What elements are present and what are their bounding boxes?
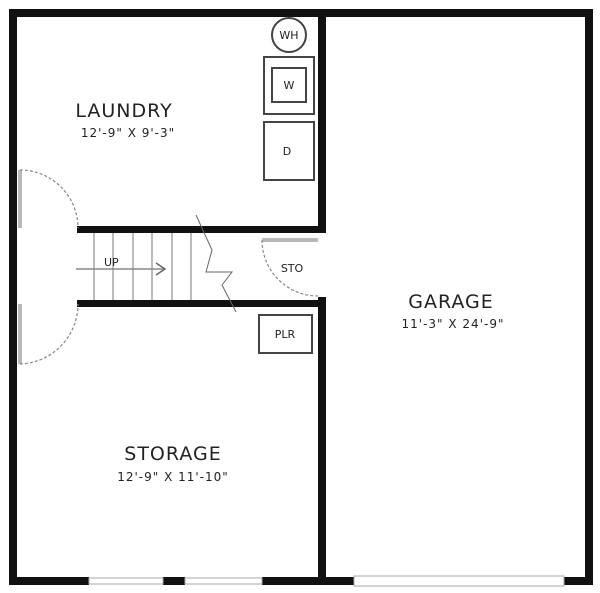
garage-door bbox=[353, 575, 565, 587]
storage-size: 12'-9" X 11'-10" bbox=[117, 470, 229, 484]
walls bbox=[9, 9, 593, 585]
dryer-label: D bbox=[283, 145, 291, 158]
water-heater-label: WH bbox=[279, 29, 298, 42]
dryer bbox=[263, 121, 315, 181]
storage-closet-label: STO bbox=[281, 262, 304, 275]
garage-name: GARAGE bbox=[408, 291, 494, 313]
garage-size: 11'-3" X 24'-9" bbox=[402, 317, 505, 331]
stairs: UP bbox=[76, 214, 237, 313]
plumbing-label: PLR bbox=[275, 328, 296, 341]
stairs-label: UP bbox=[104, 256, 119, 269]
washer-inner bbox=[271, 67, 307, 103]
water-heater bbox=[271, 17, 307, 53]
laundry-name: LAUNDRY bbox=[75, 100, 172, 122]
windows bbox=[88, 577, 263, 585]
doors bbox=[18, 169, 319, 365]
storage-name: STORAGE bbox=[124, 443, 221, 465]
laundry-size: 12'-9" X 9'-3" bbox=[81, 126, 175, 140]
washer-label: W bbox=[284, 79, 295, 92]
plumbing-chase bbox=[258, 314, 313, 354]
